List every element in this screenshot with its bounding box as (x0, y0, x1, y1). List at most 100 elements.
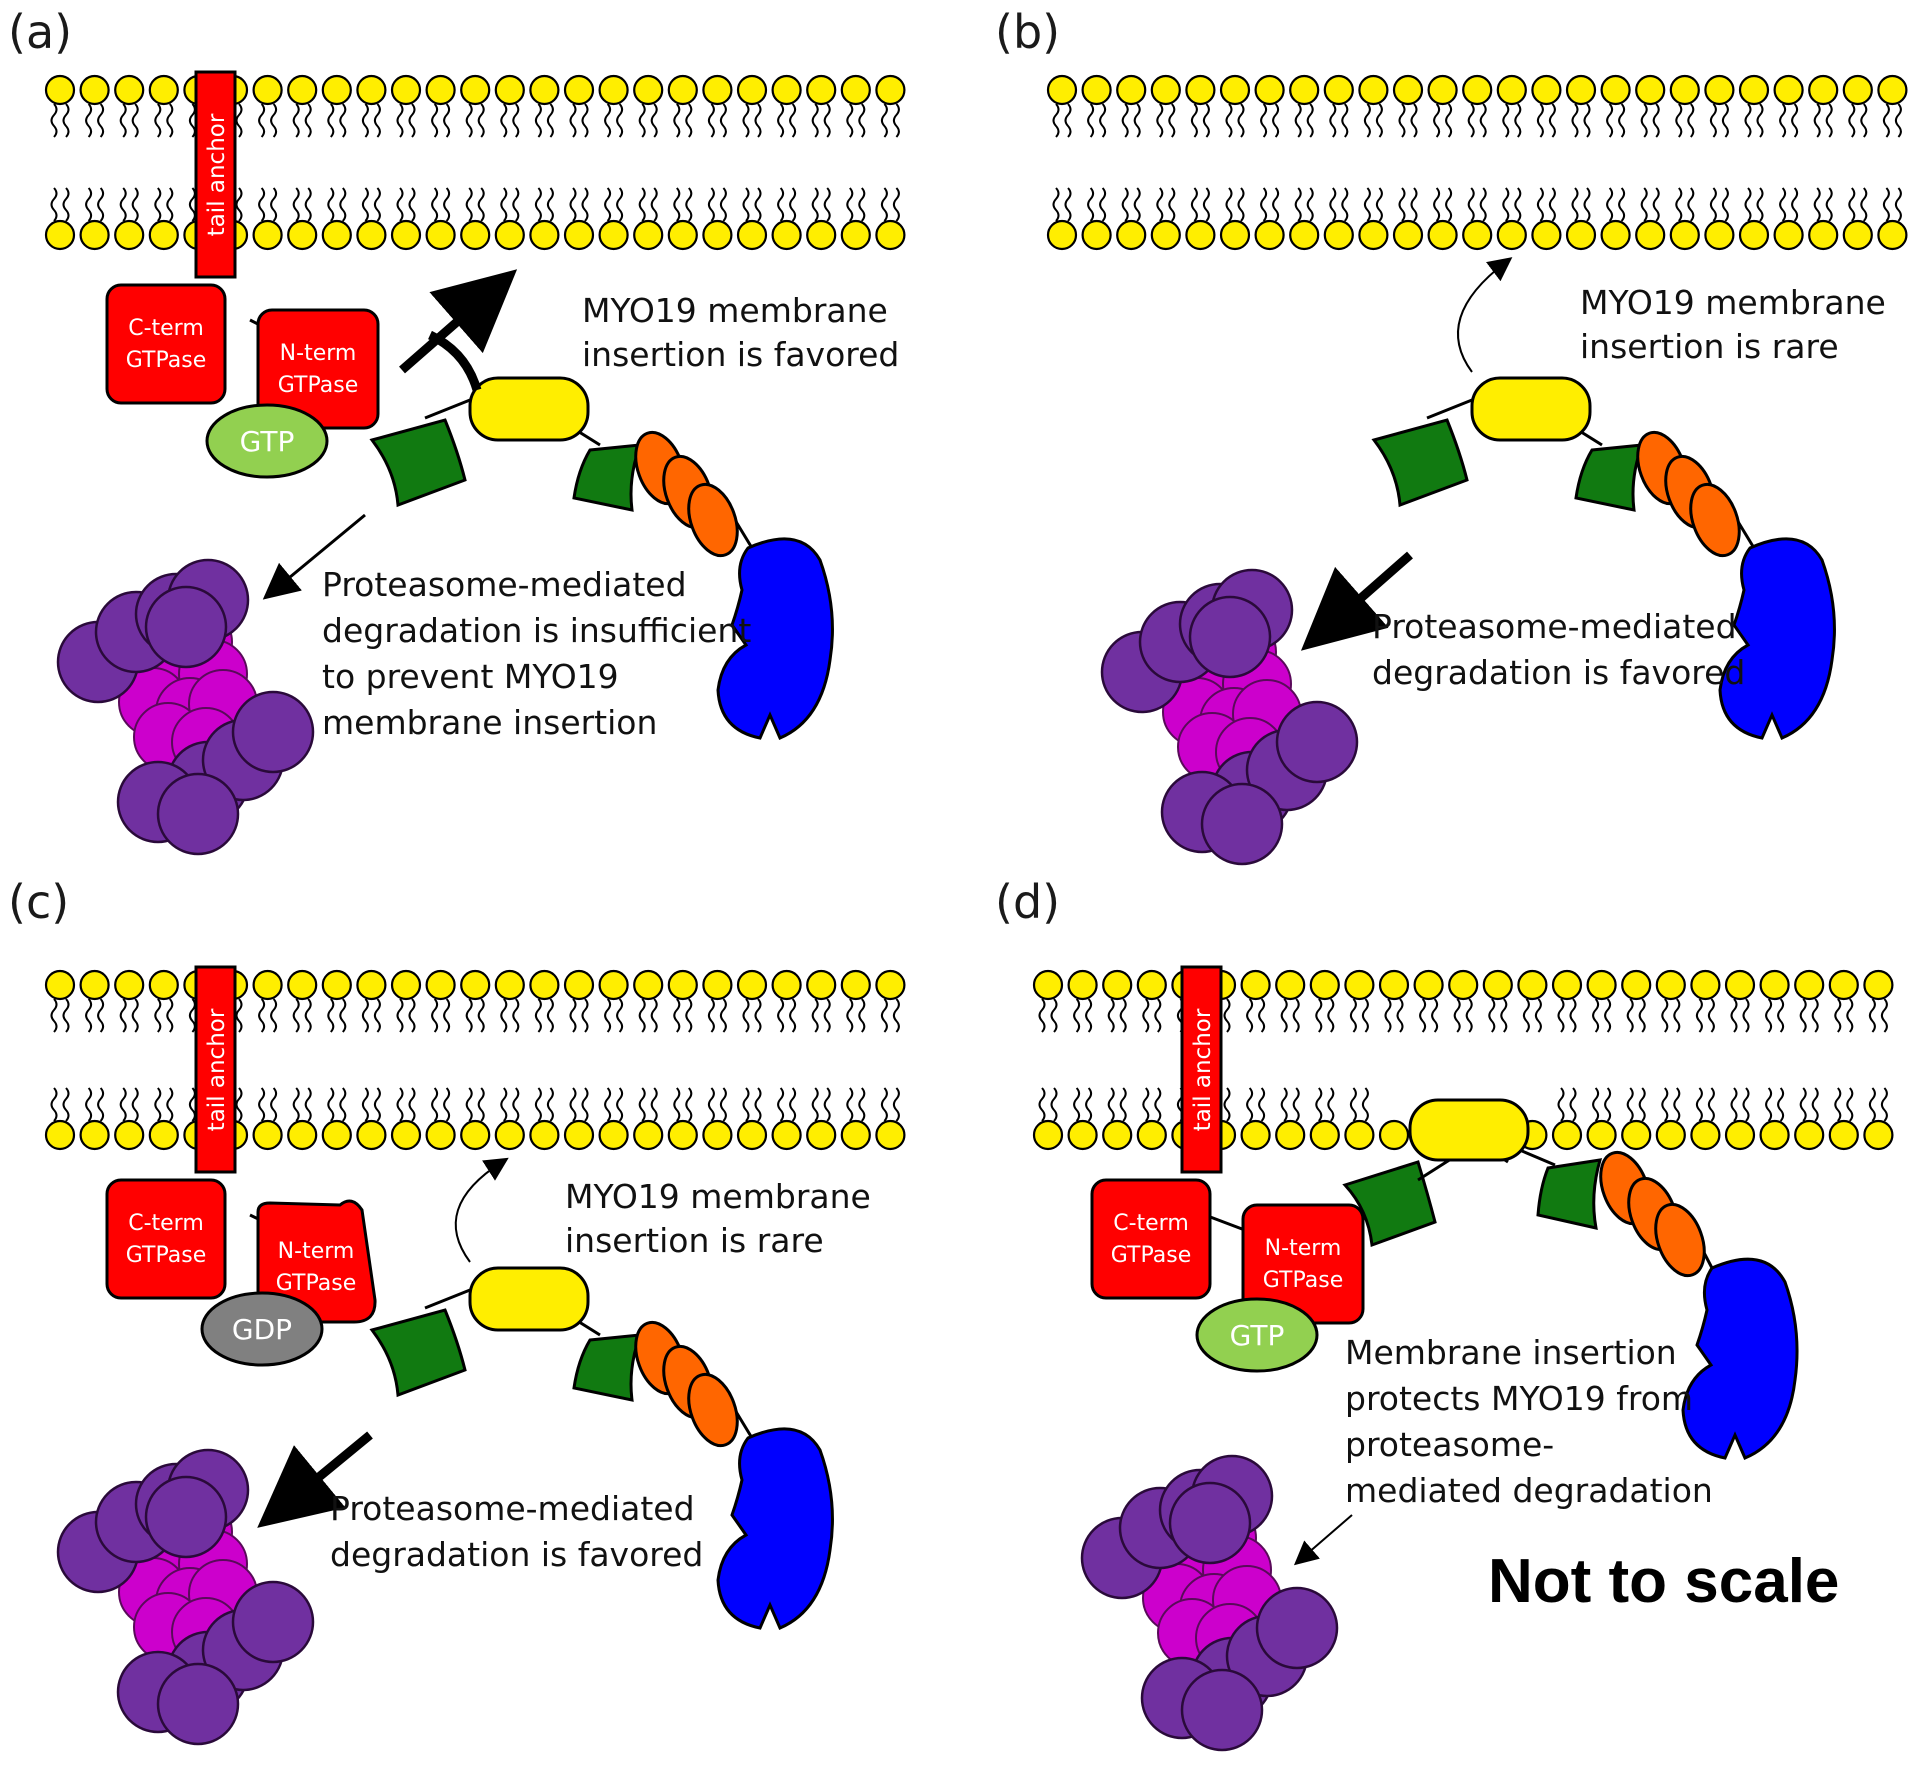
lipid-tail (1848, 103, 1856, 138)
c-term-label: C-term (128, 1211, 204, 1236)
lipid-tail (1721, 103, 1729, 138)
lipid-tail (754, 103, 762, 138)
lipid-tail (119, 103, 127, 138)
protection-text-2: protects MYO19 from (1345, 1379, 1693, 1418)
lipid-tail (1640, 103, 1648, 138)
lipid-tail (443, 187, 451, 222)
lipid-tail (50, 1087, 58, 1122)
lipid-head (1067, 1119, 1098, 1151)
lipid-tail (1142, 1087, 1150, 1122)
lipid-tail (361, 998, 369, 1033)
lipid-tail (1052, 103, 1060, 138)
lipid-head (460, 1119, 491, 1151)
lipid-head (44, 74, 76, 106)
lipid-head (1724, 1119, 1756, 1151)
lipid-tail (1604, 1087, 1612, 1122)
gdp-bubble (200, 1291, 324, 1367)
lipid-head (79, 74, 110, 106)
lipid-head (1600, 219, 1631, 251)
lipid-head (1219, 219, 1251, 251)
lipid-head (598, 219, 629, 251)
lipid-head (1773, 219, 1804, 251)
lipid-tail (431, 1087, 439, 1122)
lipid-head (1392, 219, 1424, 251)
panel-c-letter: (c) (8, 875, 69, 929)
lipid-head (1185, 219, 1216, 251)
lipid-head (79, 1119, 110, 1151)
myo19-motor-head (716, 1427, 834, 1630)
lipid-head (702, 1119, 733, 1151)
lipid-tail (846, 187, 854, 222)
lipid-head (1275, 1119, 1306, 1151)
lipid-tail (62, 1087, 70, 1122)
lipid-head (633, 74, 664, 106)
lipid-tail (188, 998, 196, 1033)
lipid-tail (707, 1087, 715, 1122)
myo19-c (369, 1266, 834, 1630)
lipid-tail (1522, 998, 1530, 1033)
lipid-head (1448, 969, 1479, 1001)
degradation-text-c-1: Proteasome-mediated (330, 1489, 695, 1528)
lipid-tail (638, 998, 646, 1033)
lipid-head (1378, 969, 1410, 1001)
panel-d-letter: (d) (995, 875, 1060, 929)
lipid-head (1531, 219, 1562, 251)
lipid-head (1185, 74, 1216, 106)
lipid-head (1517, 969, 1548, 1001)
lipid-tail (512, 187, 520, 222)
lipid-head (148, 1119, 179, 1151)
lipid-tail (270, 998, 278, 1033)
lipid-tail (604, 187, 612, 222)
lipid-tail (581, 1087, 589, 1122)
lipid-tail (131, 103, 139, 138)
lipid-head (1621, 969, 1652, 1001)
lipid-tail (1606, 187, 1614, 222)
lipid-tail (707, 187, 715, 222)
n-term-label-2: GTPase (278, 373, 358, 398)
lipid-tail (719, 187, 727, 222)
lipid-tail (1894, 103, 1902, 138)
lipid-head (840, 969, 871, 1001)
insertion-text-c-2: insertion is rare (565, 1221, 824, 1260)
lipid-head (563, 219, 595, 251)
lipid-tail (500, 187, 508, 222)
lipid-tail (719, 103, 727, 138)
lipid-head (1738, 74, 1770, 106)
lipid-tail (823, 187, 831, 222)
degradation-text-b-1: Proteasome-mediated (1372, 607, 1737, 646)
lipid-head (771, 1119, 802, 1151)
lipid-head (1081, 219, 1112, 251)
lipid-head (1724, 969, 1756, 1001)
c-term-label-2: GTPase (126, 348, 206, 373)
c-term-gtpase (105, 1178, 227, 1300)
lipid-tail (1618, 103, 1626, 138)
lipid-head (1323, 74, 1354, 106)
lipid-head (148, 74, 179, 106)
lipid-tail (1834, 998, 1842, 1033)
lipid-tail (1652, 103, 1660, 138)
membrane-c (44, 969, 906, 1151)
proteasome-ring-subunit (144, 1475, 228, 1559)
lipid-tail (707, 103, 715, 138)
lipid-tail (304, 103, 312, 138)
lipid-head (529, 219, 560, 251)
lipid-tail (1777, 1087, 1785, 1122)
gtp-bubble (205, 403, 329, 479)
lipid-head (287, 969, 318, 1001)
lipid-head (1586, 1119, 1617, 1151)
lipid-tail (1744, 103, 1752, 138)
lipid-head (321, 219, 352, 251)
myo19-motor-head (1681, 1257, 1799, 1460)
lipid-tail (858, 103, 866, 138)
lipid-tail (1604, 998, 1612, 1033)
lipid-tail (880, 998, 888, 1033)
lipid-tail (1419, 998, 1427, 1033)
lipid-head (425, 219, 456, 251)
lipid-tail (685, 1087, 693, 1122)
lipid-tail (1514, 187, 1522, 222)
miro-complex-d: tail anchor C-term GTPase N-term GTPase … (1090, 965, 1365, 1373)
lipid-tail (396, 187, 404, 222)
lipid-tail (1709, 103, 1717, 138)
lipid-head (1309, 969, 1340, 1001)
lipid-head (1462, 219, 1493, 251)
